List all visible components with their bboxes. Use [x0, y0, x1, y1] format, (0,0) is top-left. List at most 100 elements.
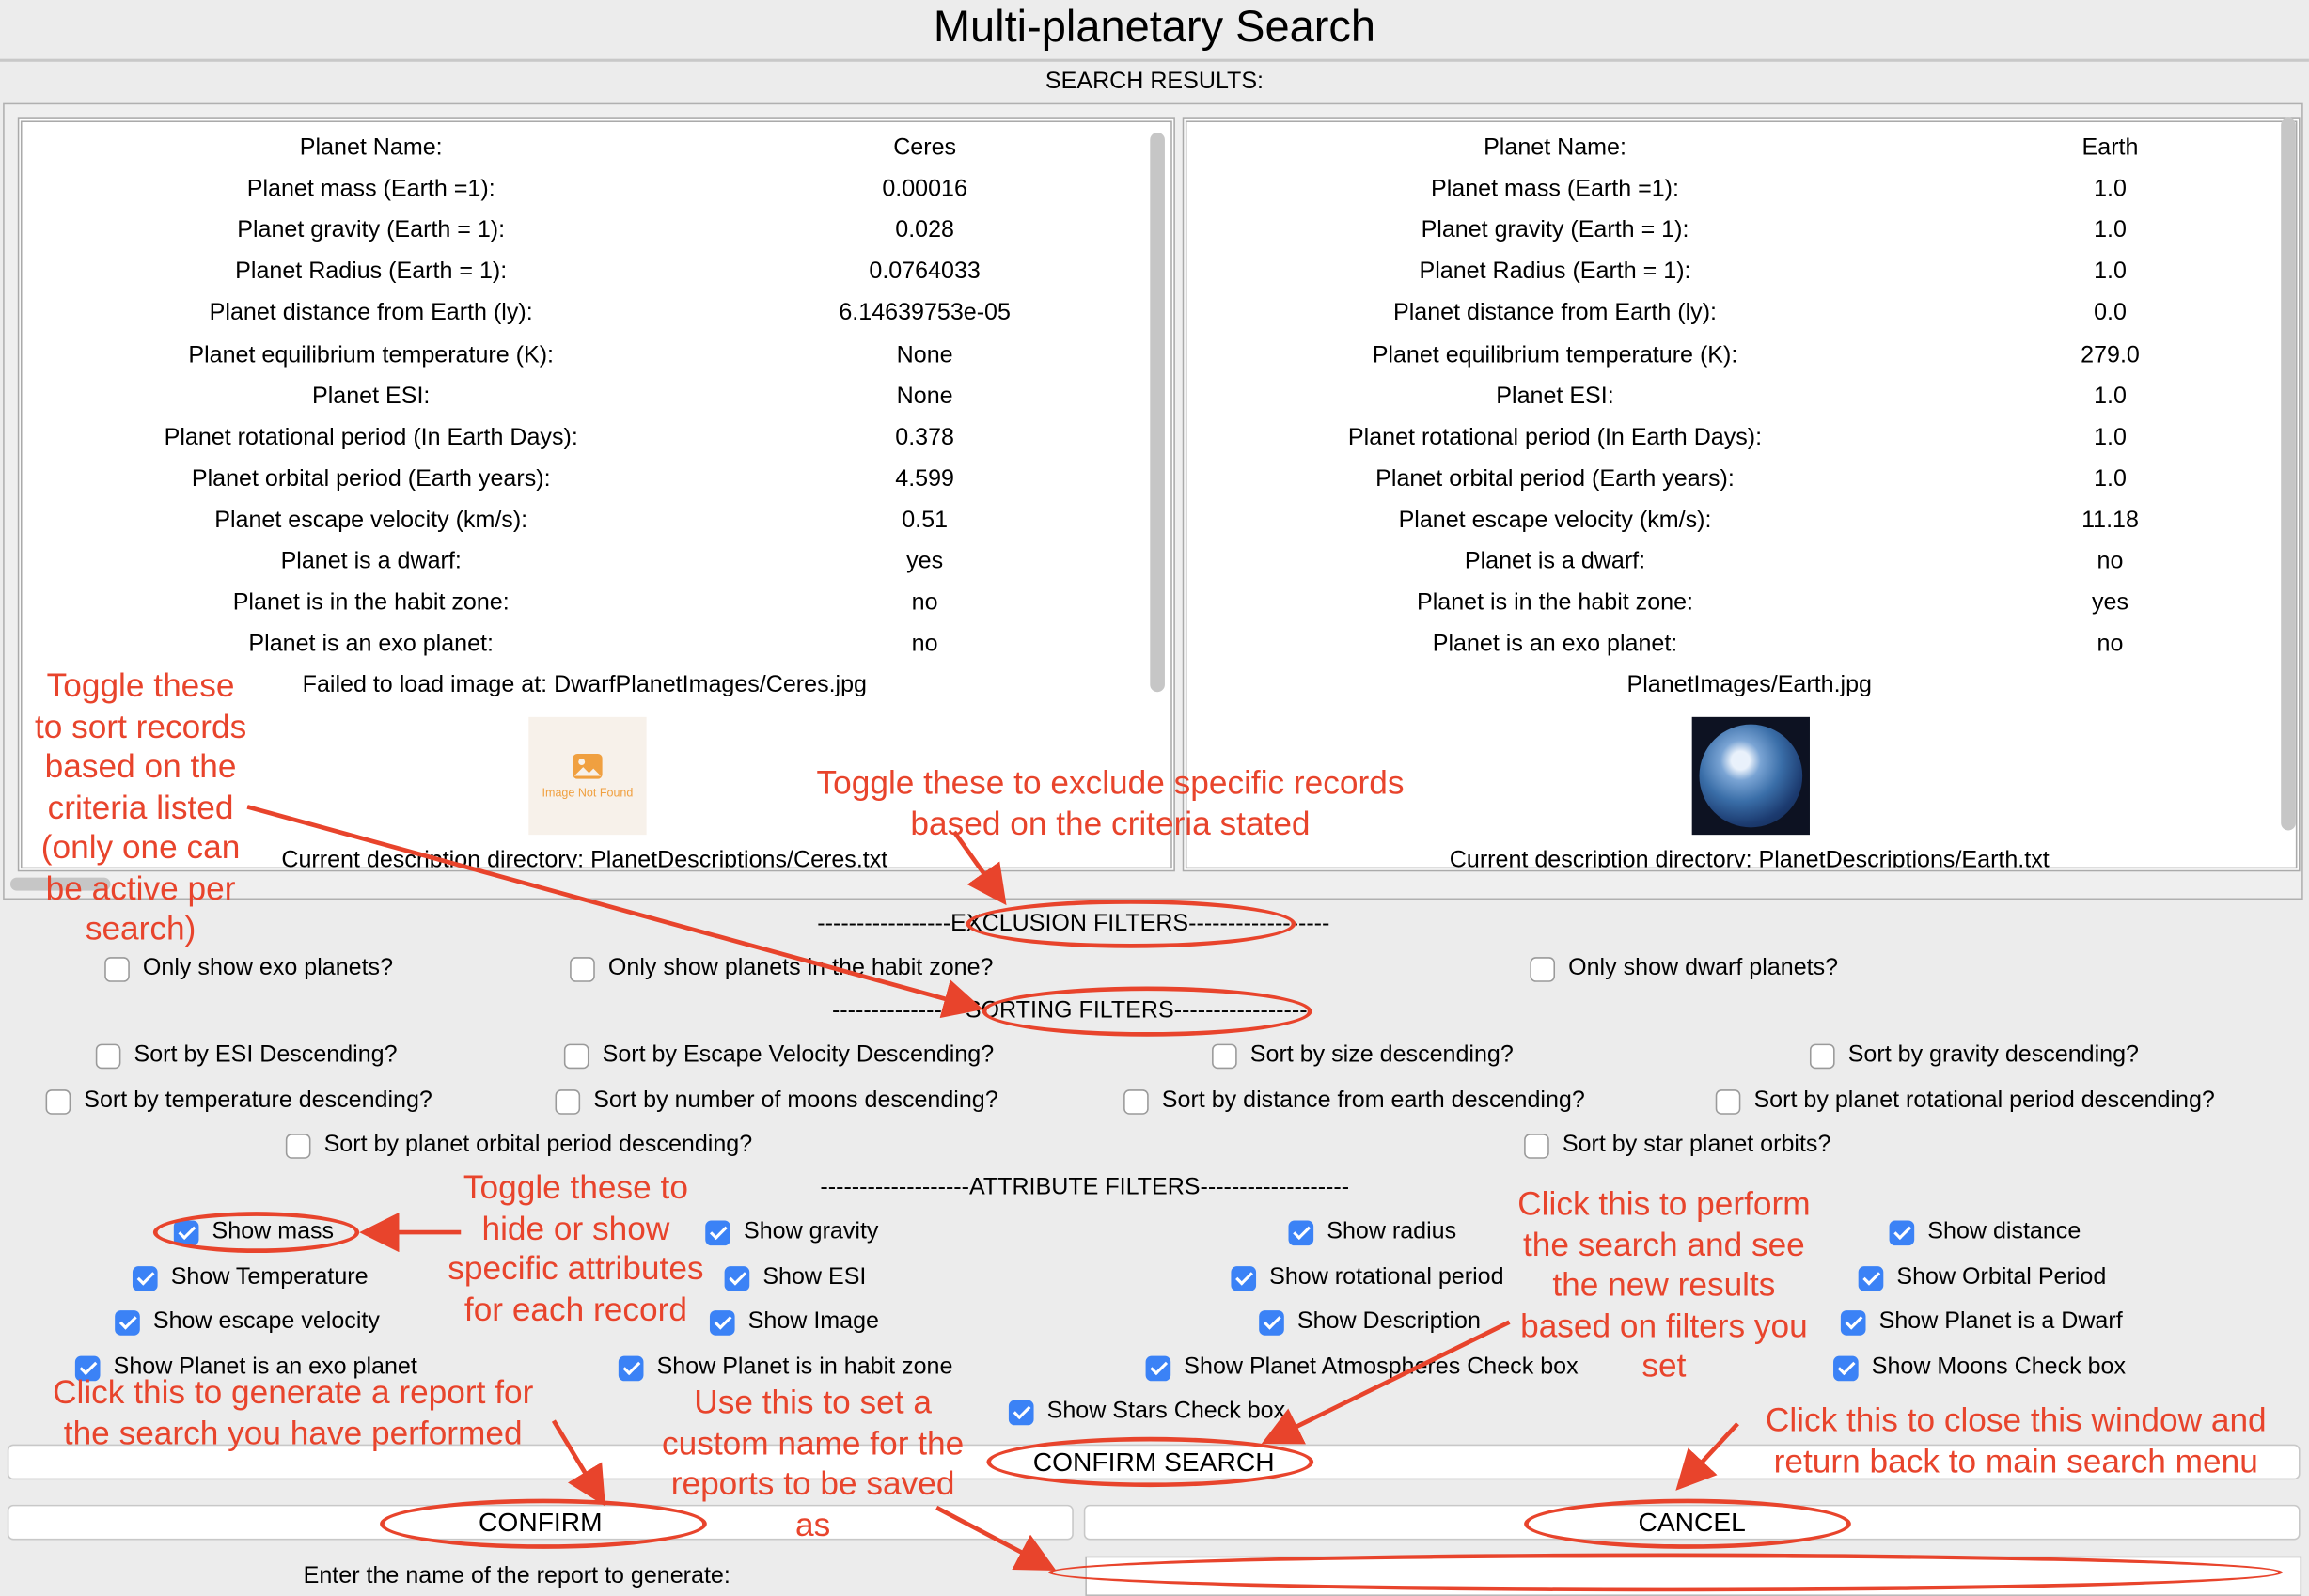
field-label: Planet is a dwarf: — [280, 549, 462, 574]
checkbox-checked-icon[interactable] — [1145, 1354, 1171, 1381]
field-value: 1.0 — [2094, 383, 2127, 409]
checkbox-show-planet-is-a-dwarf[interactable]: Show Planet is a Dwarf — [1840, 1307, 2123, 1337]
field-label: Planet is a dwarf: — [1464, 549, 1646, 574]
checkbox-unchecked-icon[interactable] — [1809, 1042, 1835, 1069]
checkbox-checked-icon[interactable] — [1858, 1265, 1884, 1291]
record-scrollbar-ceres[interactable] — [1150, 132, 1165, 693]
image-path-text: Failed to load image at: DwarfPlanetImag… — [302, 672, 868, 698]
checkbox-label: Sort by star planet orbits? — [1562, 1132, 1831, 1158]
checkbox-unchecked-icon[interactable] — [563, 1042, 589, 1069]
checkbox-checked-icon[interactable] — [709, 1309, 735, 1335]
checkbox-sort-by-gravity-descending[interactable]: Sort by gravity descending? — [1809, 1041, 2139, 1070]
checkbox-show-description[interactable]: Show Description — [1259, 1307, 1481, 1337]
checkbox-sort-by-temperature-descending[interactable]: Sort by temperature descending? — [45, 1087, 432, 1116]
annotation-exclusion-filters: Toggle these to exclude specific records… — [816, 763, 1405, 842]
checkbox-show-rotational-period[interactable]: Show rotational period — [1231, 1263, 1504, 1292]
field-label: Planet ESI: — [1496, 383, 1614, 409]
field-value: Earth — [2081, 135, 2139, 161]
checkbox-sort-by-distance-from-earth-descending[interactable]: Sort by distance from earth descending? — [1123, 1087, 1585, 1116]
checkbox-sort-by-escape-velocity-descending[interactable]: Sort by Escape Velocity Descending? — [563, 1041, 995, 1070]
checkbox-show-stars-check-box[interactable]: Show Stars Check box — [1008, 1398, 1285, 1427]
field-label: Planet rotational period (In Earth Days)… — [164, 425, 578, 450]
checkbox-sort-by-planet-orbital-period-descending[interactable]: Sort by planet orbital period descending… — [285, 1131, 752, 1160]
field-value: 1.0 — [2094, 466, 2127, 492]
checkbox-sort-by-number-of-moons-descending[interactable]: Sort by number of moons descending? — [555, 1087, 998, 1116]
checkbox-show-temperature[interactable]: Show Temperature — [132, 1263, 369, 1292]
checkbox-only-show-dwarf-planets[interactable]: Only show dwarf planets? — [1530, 954, 1838, 983]
checkbox-checked-icon[interactable] — [1259, 1309, 1284, 1335]
field-label: Planet orbital period (Earth years): — [1375, 466, 1735, 492]
checkbox-show-planet-is-in-habit-zone[interactable]: Show Planet is in habit zone — [618, 1353, 952, 1383]
field-value: yes — [906, 549, 944, 574]
checkbox-show-gravity[interactable]: Show gravity — [705, 1217, 878, 1246]
checkbox-checked-icon[interactable] — [1231, 1265, 1257, 1291]
checkbox-checked-icon[interactable] — [1833, 1354, 1859, 1381]
checkbox-label: Sort by Escape Velocity Descending? — [602, 1042, 995, 1068]
checkbox-sort-by-esi-descending[interactable]: Sort by ESI Descending? — [95, 1041, 398, 1070]
attribute-filters-heading: -------------------ATTRIBUTE FILTERS----… — [820, 1174, 1350, 1200]
checkbox-label: Show Planet is an exo planet — [113, 1354, 417, 1380]
checkbox-unchecked-icon[interactable] — [285, 1133, 311, 1158]
checkbox-unchecked-icon[interactable] — [1212, 1042, 1237, 1069]
checkbox-show-orbital-period[interactable]: Show Orbital Period — [1858, 1263, 2107, 1292]
title-divider — [0, 58, 2309, 62]
checkbox-checked-icon[interactable] — [132, 1265, 158, 1291]
checkbox-unchecked-icon[interactable] — [1524, 1133, 1549, 1158]
checkbox-checked-icon[interactable] — [74, 1354, 101, 1381]
field-value: 11.18 — [2081, 508, 2139, 533]
planet-image-earth — [1691, 716, 1810, 836]
field-label: Planet Name: — [299, 135, 443, 161]
checkbox-sort-by-star-planet-orbits[interactable]: Sort by star planet orbits? — [1524, 1131, 1830, 1160]
field-value: no — [911, 590, 938, 616]
checkbox-show-distance[interactable]: Show distance — [1889, 1217, 2081, 1246]
checkbox-label: Show Orbital Period — [1896, 1264, 2107, 1291]
checkbox-checked-icon[interactable] — [618, 1354, 644, 1381]
field-value: 1.0 — [2094, 218, 2127, 243]
checkbox-show-moons-check-box[interactable]: Show Moons Check box — [1833, 1353, 2126, 1383]
checkbox-show-radius[interactable]: Show radius — [1288, 1217, 1456, 1246]
checkbox-only-show-exo-planets[interactable]: Only show exo planets? — [104, 954, 393, 983]
checkbox-show-image[interactable]: Show Image — [709, 1307, 879, 1337]
checkbox-label: Show gravity — [743, 1218, 879, 1244]
highlight-sorting-heading — [982, 986, 1312, 1037]
checkbox-show-escape-velocity[interactable]: Show escape velocity — [115, 1307, 380, 1337]
checkbox-show-esi[interactable]: Show ESI — [724, 1263, 866, 1292]
checkbox-checked-icon[interactable] — [115, 1309, 140, 1335]
field-label: Planet is an exo planet: — [248, 632, 494, 657]
checkbox-sort-by-planet-rotational-period-descending[interactable]: Sort by planet rotational period descend… — [1715, 1087, 2215, 1116]
checkbox-label: Show Temperature — [170, 1264, 369, 1291]
checkbox-unchecked-icon[interactable] — [555, 1088, 581, 1114]
checkbox-unchecked-icon[interactable] — [1715, 1088, 1741, 1114]
field-value: no — [911, 632, 938, 657]
field-label: Planet mass (Earth =1): — [1431, 177, 1679, 202]
checkbox-unchecked-icon[interactable] — [1123, 1088, 1149, 1114]
checkbox-unchecked-icon[interactable] — [570, 956, 595, 982]
checkbox-unchecked-icon[interactable] — [104, 956, 130, 982]
field-value: None — [896, 342, 953, 368]
description-path-text: Current description directory: PlanetDes… — [281, 848, 888, 872]
checkbox-checked-icon[interactable] — [1889, 1219, 1915, 1245]
checkbox-checked-icon[interactable] — [1008, 1399, 1034, 1425]
checkbox-checked-icon[interactable] — [705, 1219, 730, 1245]
checkbox-checked-icon[interactable] — [1840, 1309, 1866, 1335]
field-value: 6.14639753e-05 — [839, 301, 1011, 326]
checkbox-checked-icon[interactable] — [1288, 1219, 1314, 1245]
results-horizontal-scrollbar[interactable] — [9, 877, 111, 891]
report-name-label: Enter the name of the report to generate… — [303, 1563, 730, 1589]
field-label: Planet is in the habit zone: — [232, 590, 510, 616]
checkbox-unchecked-icon[interactable] — [95, 1042, 121, 1069]
checkbox-sort-by-size-descending[interactable]: Sort by size descending? — [1212, 1041, 1514, 1070]
checkbox-label: Show Image — [747, 1308, 879, 1335]
record-scrollbar-earth[interactable] — [2281, 117, 2296, 831]
checkbox-show-planet-is-an-exo-planet[interactable]: Show Planet is an exo planet — [74, 1353, 417, 1383]
checkbox-checked-icon[interactable] — [724, 1265, 750, 1291]
field-label: Planet gravity (Earth = 1): — [237, 218, 506, 243]
highlight-cancel — [1524, 1498, 1851, 1549]
checkbox-unchecked-icon[interactable] — [1530, 956, 1556, 982]
checkbox-unchecked-icon[interactable] — [45, 1088, 71, 1114]
checkbox-only-show-planets-in-the-habit-zone[interactable]: Only show planets in the habit zone? — [570, 954, 993, 983]
checkbox-label: Sort by distance from earth descending? — [1161, 1087, 1585, 1114]
